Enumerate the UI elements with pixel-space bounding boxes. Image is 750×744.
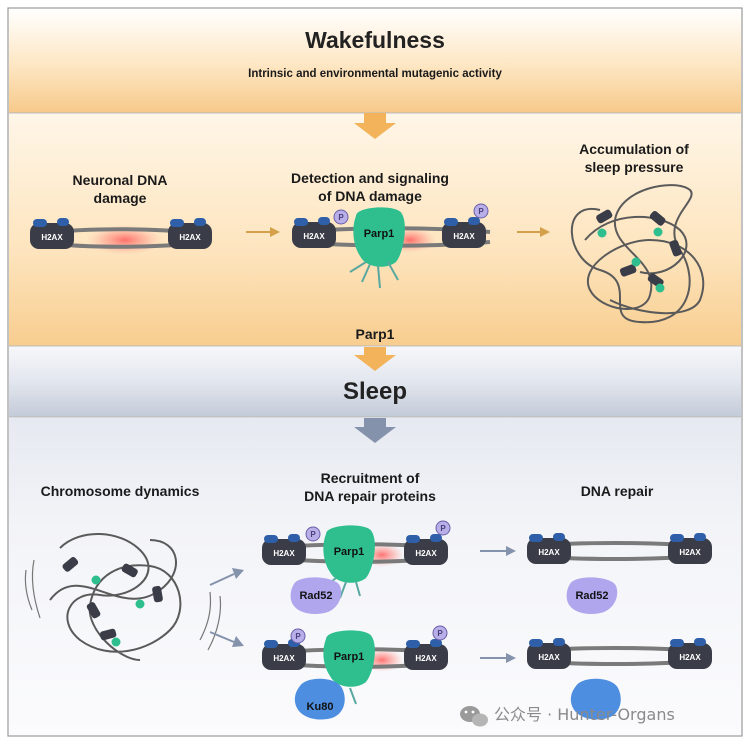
h2ax-histone-icon: H2AX: [527, 533, 571, 564]
wake-step1-line1: Neuronal DNA: [73, 172, 168, 188]
h2ax-histone-icon: H2AX: [262, 534, 306, 565]
up-right-arrow-icon: [209, 568, 244, 586]
svg-text:H2AX: H2AX: [415, 654, 437, 663]
chromosome-dynamics-illustration: [24, 533, 222, 661]
sleep-step3-line1: DNA repair: [581, 483, 654, 499]
svg-text:Rad52: Rad52: [575, 590, 608, 602]
parp1-protein-icon: Parp1: [349, 207, 405, 289]
wake-header-band: [9, 9, 741, 113]
rad52-recruitment-illustration: H2AX P H2AX P Parp1 Rad52: [262, 520, 451, 614]
sleep-step2-line1: Recruitment of: [321, 470, 420, 486]
svg-text:P: P: [437, 629, 443, 638]
svg-text:P: P: [338, 213, 344, 222]
parp1-protein-icon: Parp1: [323, 630, 375, 705]
down-right-arrow-icon: [209, 631, 244, 647]
repaired-dna-top-illustration: H2AX H2AX Rad52: [527, 533, 712, 614]
svg-text:H2AX: H2AX: [415, 549, 437, 558]
rad52-protein-icon: Rad52: [566, 577, 618, 614]
wake-step1-line2: damage: [94, 190, 147, 206]
h2ax-histone-icon: H2AX: [404, 534, 448, 565]
figure-border: [7, 7, 743, 737]
svg-text:H2AX: H2AX: [538, 548, 560, 557]
svg-text:Parp1: Parp1: [334, 546, 365, 558]
rad52-protein-icon: Rad52: [290, 577, 342, 614]
sleep-step2-line2: DNA repair proteins: [304, 488, 436, 504]
parp1-detection-illustration: H2AX P H2AX P Parp1: [292, 203, 491, 289]
svg-text:H2AX: H2AX: [303, 232, 325, 241]
svg-text:H2AX: H2AX: [538, 653, 560, 662]
wake-title: Wakefulness: [305, 27, 445, 53]
svg-text:H2AX: H2AX: [453, 232, 475, 241]
wechat-icon: [460, 706, 488, 727]
h2ax-histone-icon: H2AX: [442, 217, 486, 248]
phospho-icon: P: [305, 526, 321, 542]
ku80-recruitment-illustration: H2AX P H2AX P Parp1 Ku80: [262, 625, 448, 720]
phospho-icon: P: [333, 209, 349, 225]
wake-step3-line1: Accumulation of: [579, 141, 689, 157]
sleep-main-band: [9, 418, 741, 735]
ku80-protein-icon: [570, 678, 621, 720]
right-arrow-icon: [517, 227, 550, 237]
phospho-icon: P: [435, 520, 451, 536]
svg-text:Parp1: Parp1: [334, 651, 365, 663]
down-arrow-icon: [354, 113, 396, 139]
svg-text:Ku80: Ku80: [307, 701, 334, 713]
wake-step2-line2: of DNA damage: [318, 188, 422, 204]
sleep-title: Sleep: [343, 378, 407, 405]
svg-text:H2AX: H2AX: [273, 549, 295, 558]
h2ax-histone-icon: H2AX: [30, 218, 74, 249]
right-arrow-icon: [480, 653, 516, 663]
h2ax-histone-icon: H2AX: [668, 638, 712, 669]
h2ax-histone-icon: H2AX: [527, 638, 571, 669]
right-arrow-icon: [480, 546, 516, 556]
svg-text:H2AX: H2AX: [179, 233, 201, 242]
svg-text:H2AX: H2AX: [273, 654, 295, 663]
svg-text:H2AX: H2AX: [41, 233, 63, 242]
repaired-dna-bottom-illustration: H2AX H2AX: [527, 638, 712, 720]
h2ax-histone-icon: H2AX: [292, 217, 336, 248]
wake-step2-line1: Detection and signaling: [291, 170, 449, 186]
ku80-protein-icon: Ku80: [294, 678, 345, 720]
svg-text:P: P: [295, 632, 301, 641]
h2ax-histone-icon: H2AX: [404, 639, 448, 670]
h2ax-histone-icon: H2AX: [668, 533, 712, 564]
phospho-icon: P: [473, 203, 489, 219]
transition-label: Parp1: [356, 326, 395, 342]
phospho-icon: P: [432, 625, 448, 641]
h2ax-histone-icon: H2AX: [168, 218, 212, 249]
svg-text:P: P: [440, 524, 446, 533]
svg-text:Rad52: Rad52: [299, 590, 332, 602]
tangled-chromatin-illustration: [570, 184, 705, 324]
down-arrow-icon: [354, 418, 396, 443]
wake-step3-line2: sleep pressure: [585, 159, 684, 175]
watermark-text: 公众号 · Hunter-Organs: [494, 705, 675, 724]
watermark: 公众号 · Hunter-Organs: [460, 705, 675, 727]
svg-text:P: P: [310, 530, 316, 539]
phospho-icon: P: [290, 628, 306, 644]
dna-damage-illustration: H2AX H2AX: [30, 218, 212, 255]
wake-subtitle: Intrinsic and environmental mutagenic ac…: [248, 68, 502, 80]
right-arrow-icon: [246, 227, 280, 237]
svg-text:Parp1: Parp1: [364, 228, 395, 240]
svg-text:P: P: [478, 207, 484, 216]
sleep-step1-line1: Chromosome dynamics: [41, 483, 200, 499]
down-arrow-icon: [354, 347, 396, 371]
svg-text:H2AX: H2AX: [679, 653, 701, 662]
svg-text:H2AX: H2AX: [679, 548, 701, 557]
